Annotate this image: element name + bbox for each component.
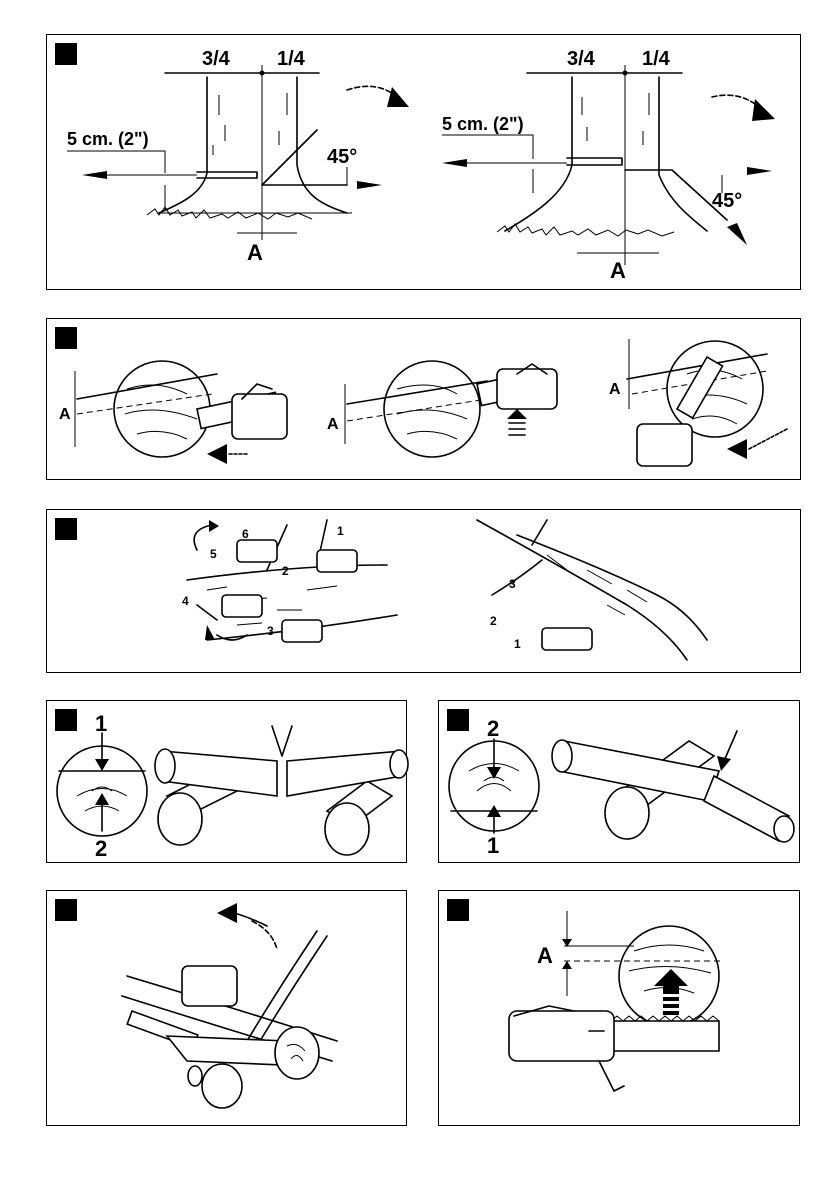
cut-order-bottom: 2 — [95, 836, 107, 861]
tree-left — [147, 65, 352, 240]
panel-underside-cut: A — [438, 890, 800, 1126]
dim-a-right: A — [610, 258, 626, 283]
panel-branch-cut — [46, 890, 407, 1126]
frac-three-quarter-left: 3/4 — [202, 48, 231, 70]
frac-one-quarter-right: 1/4 — [642, 48, 671, 70]
dim-a-1: A — [59, 406, 71, 423]
frac-one-quarter-left: 1/4 — [277, 48, 306, 70]
logs-cross — [552, 740, 794, 842]
step-right-1: 1 — [514, 637, 521, 651]
cut-order-top: 2 — [487, 716, 499, 741]
step-left-3: 3 — [267, 624, 274, 638]
step-left-5: 5 — [210, 547, 217, 561]
angle-label-left: 45° — [327, 146, 357, 168]
log-cut-3 — [627, 341, 787, 466]
panel-limbing: 1 2 3 4 5 6 1 2 3 — [46, 509, 801, 673]
dim-a: A — [537, 943, 553, 968]
frac-three-quarter-right: 3/4 — [567, 48, 596, 70]
hinge-label-right: 5 cm. (2") — [442, 114, 524, 134]
dim-a-2: A — [327, 416, 339, 433]
cut-order-top: 1 — [95, 711, 107, 736]
underside-cut-illustration: A — [439, 891, 801, 1127]
panel-felling: 3/4 1/4 5 cm. (2") 45° A 3/4 1/4 5 — [46, 34, 801, 290]
dim-a-left: A — [247, 240, 263, 265]
log-cut-1 — [77, 361, 287, 464]
log-support-middle-illustration: 2 1 — [439, 701, 801, 864]
hinge-label-left: 5 cm. (2") — [67, 129, 149, 149]
panel-log-support-middle: 2 1 — [438, 700, 800, 863]
step-right-3: 3 — [509, 577, 516, 591]
step-left-6: 6 — [242, 527, 249, 541]
panel-log-support-ends: 1 2 — [46, 700, 407, 863]
branch-cut-illustration — [47, 891, 408, 1127]
fall-direction-icon — [347, 86, 409, 107]
step-left-1: 1 — [337, 524, 344, 538]
cut-order-bottom: 1 — [487, 833, 499, 858]
panel-bucking: A A A — [46, 318, 801, 480]
step-left-2: 2 — [282, 564, 289, 578]
log-cut-2 — [347, 361, 557, 457]
trunk-left — [187, 520, 397, 642]
logs-pair — [155, 749, 408, 855]
dim-a-3: A — [609, 381, 621, 398]
step-right-2: 2 — [490, 614, 497, 628]
step-left-4: 4 — [182, 594, 189, 608]
bucking-illustration: A A A — [47, 319, 802, 481]
felling-illustration: 3/4 1/4 5 cm. (2") 45° A 3/4 1/4 5 — [47, 35, 802, 291]
tree-right — [497, 65, 727, 265]
fall-direction-icon — [712, 95, 775, 121]
log-support-ends-illustration: 1 2 — [47, 701, 408, 864]
angle-label-right: 45° — [712, 190, 742, 212]
limbing-illustration: 1 2 3 4 5 6 1 2 3 — [47, 510, 802, 674]
